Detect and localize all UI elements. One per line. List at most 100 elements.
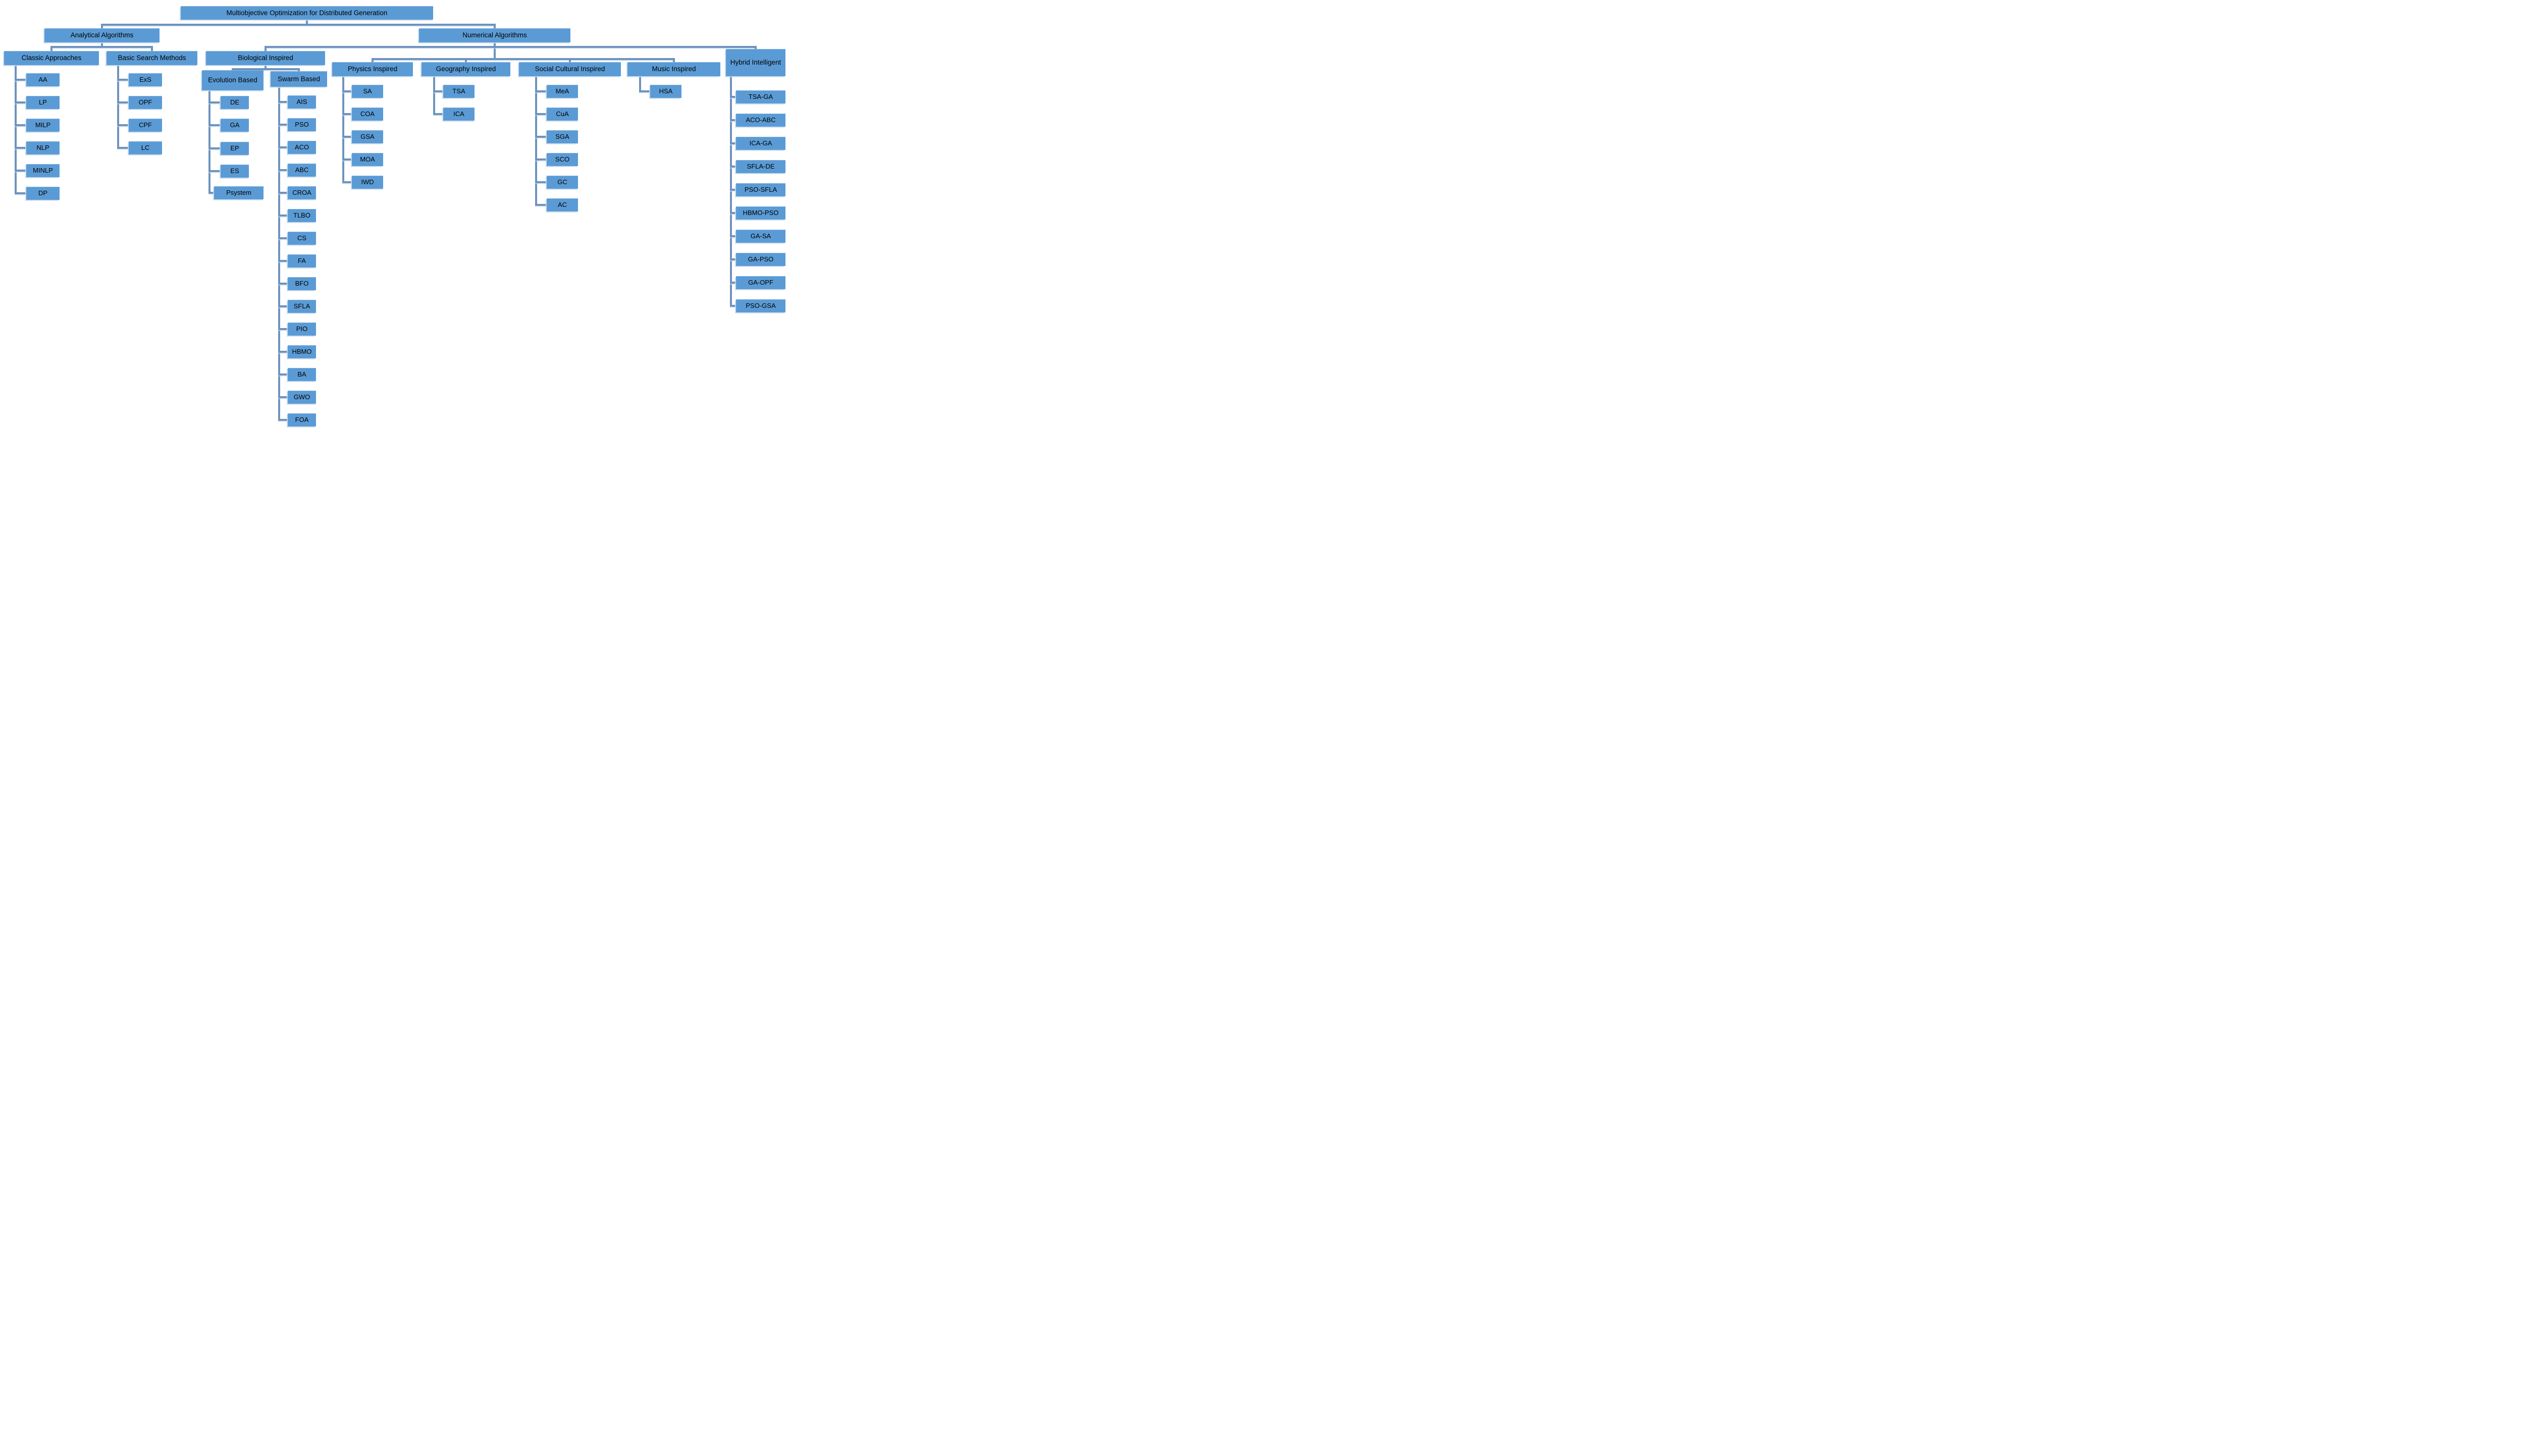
connector-line: [433, 76, 435, 115]
leaf-node: PSO-SFLA: [736, 183, 785, 196]
branch-node-analytical-algorithms: Analytical Algorithms: [44, 28, 160, 42]
leaf-node: GWO: [288, 391, 316, 404]
connector-line: [639, 76, 641, 92]
connector-line: [232, 68, 300, 70]
connector-line: [306, 20, 308, 24]
leaf-node: PIO: [288, 322, 316, 336]
category-node-classic-approaches: Classic Approaches: [4, 51, 99, 65]
leaf-node: GA-OPF: [736, 276, 785, 289]
leaf-node: MINLP: [26, 164, 60, 177]
subcategory-node-swarm-based: Swarm Based: [271, 71, 327, 87]
leaf-node: ES: [221, 165, 249, 178]
connector-line: [278, 124, 288, 126]
connector-line: [278, 351, 288, 353]
connector-line: [730, 189, 736, 191]
connector-line: [465, 58, 467, 63]
connector-line: [342, 113, 352, 115]
root-node: Multiobjective Optimization for Distribu…: [181, 6, 433, 20]
connector-line: [730, 235, 736, 237]
connector-line: [15, 170, 26, 172]
leaf-node: HSA: [650, 85, 681, 98]
connector-line: [117, 147, 129, 149]
connector-line: [535, 158, 547, 160]
leaf-node: GA-PSO: [736, 253, 785, 266]
connector-line: [372, 58, 374, 63]
leaf-node: LC: [129, 141, 162, 154]
connector-line: [50, 46, 153, 48]
connector-line: [433, 90, 443, 92]
connector-line: [730, 282, 736, 284]
connector-line: [278, 419, 288, 421]
category-node-physics-inspired: Physics Inspired: [332, 62, 413, 76]
leaf-node: PSO: [288, 118, 316, 131]
connector-line: [730, 212, 736, 214]
category-node-basic-search-methods: Basic Search Methods: [107, 51, 197, 65]
connector-line: [494, 24, 496, 29]
connector-line: [342, 76, 344, 183]
leaf-node: BA: [288, 368, 316, 381]
leaf-node: ACO: [288, 141, 316, 154]
connector-line: [265, 46, 757, 48]
connector-line: [535, 113, 547, 115]
connector-line: [15, 192, 26, 194]
leaf-node: HBMO: [288, 345, 316, 358]
connector-line: [342, 158, 352, 160]
leaf-node: TLBO: [288, 209, 316, 222]
subcategory-node-evolution-based: Evolution Based: [202, 70, 264, 90]
leaf-node: AA: [26, 73, 60, 86]
leaf-node: CROA: [288, 186, 316, 199]
leaf-node: GC: [547, 176, 578, 189]
branch-node-numerical-algorithms: Numerical Algorithms: [419, 28, 570, 42]
leaf-node: SCO: [547, 153, 578, 166]
connector-line: [278, 260, 288, 262]
leaf-node: LP: [26, 96, 60, 109]
connector-line: [265, 46, 267, 51]
connector-line: [101, 24, 496, 26]
leaf-node: TSA-GA: [736, 90, 785, 103]
connector-line: [117, 65, 119, 149]
leaf-node: FOA: [288, 413, 316, 426]
leaf-node: TSA: [443, 85, 475, 98]
connector-line: [278, 192, 288, 194]
connector-line: [494, 42, 496, 60]
connector-line: [278, 214, 288, 217]
connector-line: [730, 96, 736, 98]
category-node-biological-inspired: Biological Inspired: [206, 51, 325, 65]
connector-line: [208, 192, 214, 194]
connector-line: [208, 90, 211, 194]
connector-line: [278, 101, 288, 103]
connector-line: [755, 46, 757, 49]
leaf-node: ACO-ABC: [736, 114, 785, 127]
leaf-node: OPF: [129, 96, 162, 109]
connector-line: [208, 124, 221, 126]
connector-line: [569, 58, 571, 63]
connector-line: [265, 65, 267, 69]
connector-line: [278, 87, 280, 421]
leaf-node: GSA: [352, 130, 383, 143]
connector-line: [208, 170, 221, 172]
leaf-node: SFLA-DE: [736, 160, 785, 173]
category-node-music-inspired: Music Inspired: [627, 62, 720, 76]
connector-line: [535, 76, 537, 206]
leaf-node: ExS: [129, 73, 162, 86]
connector-line: [232, 68, 234, 71]
category-node-hybrid-intelligent: Hybrid Intelligent: [726, 49, 785, 76]
connector-line: [15, 79, 26, 81]
leaf-node: MeA: [547, 85, 578, 98]
connector-line: [639, 90, 650, 92]
leaf-node: DP: [26, 187, 60, 200]
connector-line: [15, 101, 26, 103]
connector-line: [50, 46, 52, 51]
connector-line: [15, 65, 17, 194]
leaf-node: AIS: [288, 95, 316, 109]
connector-line: [342, 181, 352, 183]
connector-line: [117, 101, 129, 103]
category-node-geography-inspired: Geography Inspired: [422, 62, 510, 76]
leaf-node: CS: [288, 232, 316, 245]
connector-line: [278, 237, 288, 239]
connector-line: [208, 101, 221, 103]
leaf-node: GA-SA: [736, 230, 785, 243]
leaf-node: BFO: [288, 277, 316, 290]
connector-line: [673, 58, 675, 63]
connector-line: [117, 79, 129, 81]
